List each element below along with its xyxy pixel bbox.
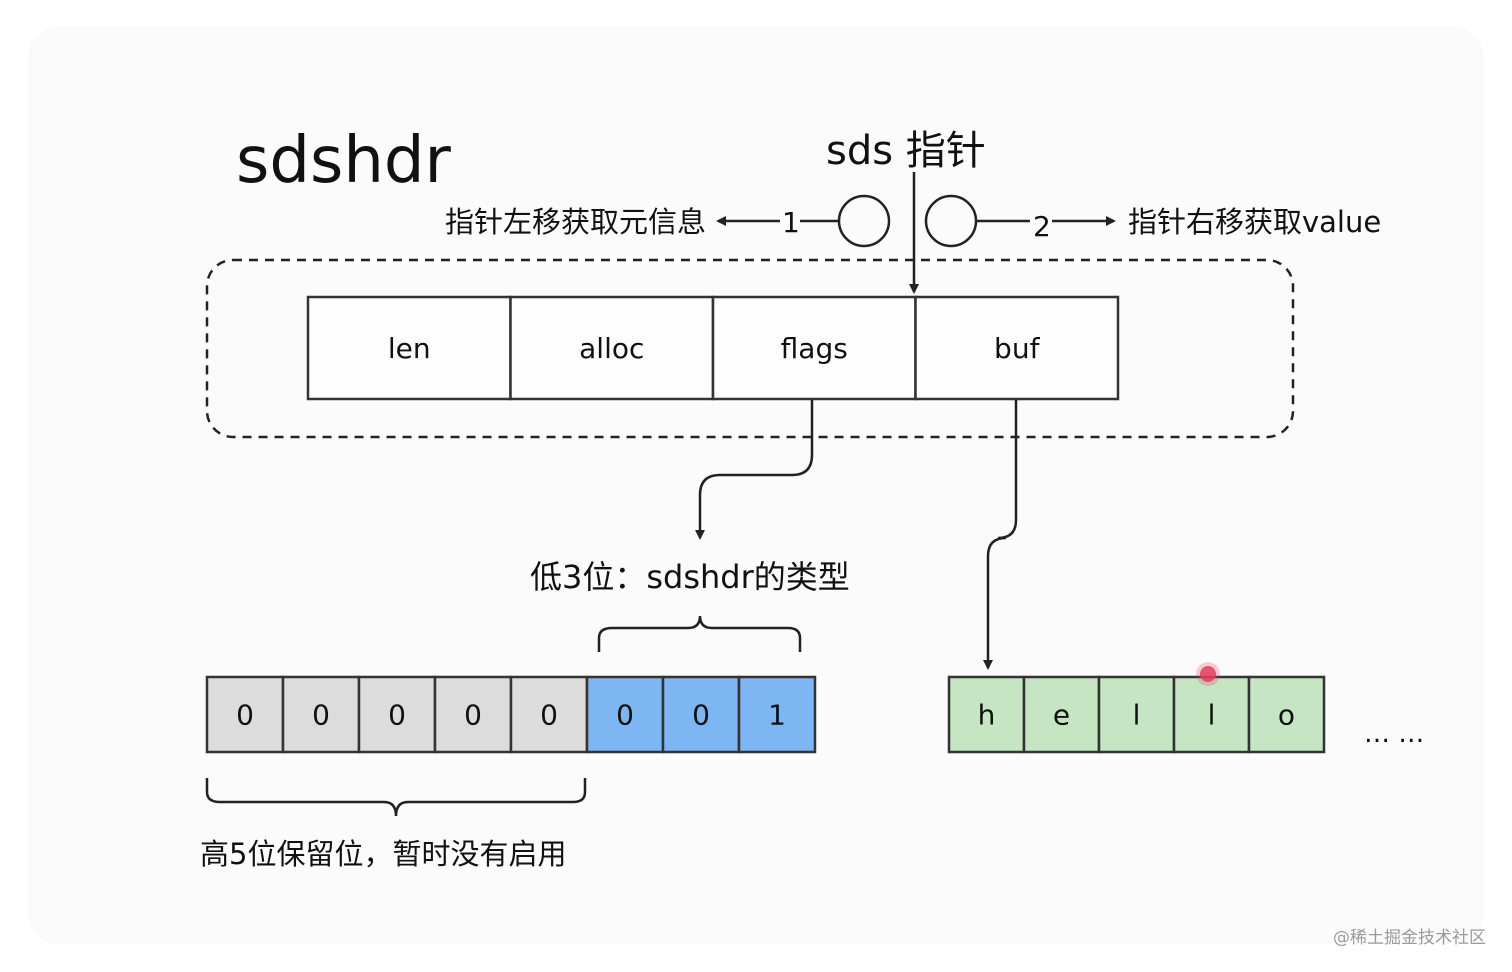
- field-cell-flags: [711, 295, 917, 401]
- reserved-caption: 高5位保留位，暂时没有启用: [200, 837, 566, 871]
- left-step-number: 1: [782, 206, 800, 239]
- char-value: e: [1053, 699, 1070, 732]
- ellipsis: … …: [1364, 719, 1424, 749]
- pointer-label: sds 指针: [826, 128, 986, 174]
- diagram-card: sdshdr sds 指针 1 指针左移获取元信息 2 指针右移获取value …: [30, 28, 1482, 942]
- char-value: l: [1133, 699, 1141, 732]
- left-pointer-circle: [837, 194, 891, 248]
- right-move-label: 指针右移获取value: [1128, 205, 1381, 239]
- bit-value: 0: [236, 699, 254, 732]
- bit-value: 0: [692, 699, 710, 732]
- bit-value: 0: [312, 699, 330, 732]
- field-label: alloc: [579, 332, 644, 365]
- field-cell-buf: [914, 295, 1120, 401]
- bit-cell: [281, 675, 361, 754]
- bit-cell: [205, 675, 285, 754]
- bit-value: 0: [388, 699, 406, 732]
- header-fields: len alloc flags buf: [306, 295, 1120, 401]
- char-value: h: [978, 699, 996, 732]
- bit-cell: [737, 675, 817, 754]
- bit-cell: [661, 675, 741, 754]
- bit-cell: [357, 675, 437, 754]
- bit-value: 0: [464, 699, 482, 732]
- bit-cell: [585, 675, 665, 754]
- flags-connector-arrow: [695, 400, 814, 540]
- bit-value: 0: [616, 699, 634, 732]
- char-value: o: [1278, 699, 1295, 732]
- bit-value: 0: [540, 699, 558, 732]
- right-pointer-circle: [924, 194, 978, 248]
- reserved-bits-brace: [205, 778, 587, 817]
- flags-caption: 低3位：sdshdr的类型: [530, 558, 850, 596]
- field-label: len: [388, 332, 431, 365]
- bit-cell: [433, 675, 513, 754]
- bit-cell: [509, 675, 589, 754]
- field-label: buf: [994, 332, 1041, 365]
- cursor-marker-halo: [1196, 662, 1220, 686]
- footer-credit: @稀土掘金技术社区: [1333, 928, 1486, 948]
- char-value: l: [1208, 699, 1216, 732]
- right-step-number: 2: [1033, 210, 1051, 243]
- char-cell: [1097, 675, 1176, 754]
- flag-bits: 0 0 0 0 0 0 0 1: [205, 675, 817, 754]
- sds-diagram: sdshdr sds 指针 1 指针左移获取元信息 2 指针右移获取value …: [200, 124, 1424, 871]
- buf-connector-arrow: [983, 400, 1018, 670]
- bit-value: 1: [768, 699, 786, 732]
- diagram-title: sdshdr: [236, 124, 452, 198]
- struct-boundary: [205, 258, 1295, 439]
- type-bits-brace: [597, 615, 802, 652]
- field-cell-len: [306, 295, 512, 401]
- left-move-label: 指针左移获取元信息: [445, 205, 706, 239]
- char-cell: [1247, 675, 1326, 754]
- field-label: flags: [781, 332, 848, 365]
- cursor-marker: [1200, 666, 1216, 682]
